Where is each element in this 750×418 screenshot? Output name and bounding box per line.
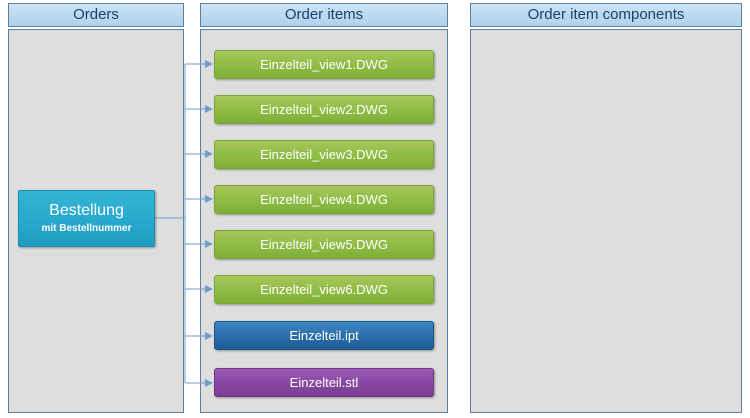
order-item-node[interactable]: Einzelteil_view5.DWG: [214, 230, 434, 259]
order-node[interactable]: Bestellung mit Bestellnummer: [18, 190, 155, 247]
order-item-node[interactable]: Einzelteil_view6.DWG: [214, 275, 434, 304]
order-item-node[interactable]: Einzelteil_view2.DWG: [214, 95, 434, 124]
order-item-label: Einzelteil_view1.DWG: [260, 57, 388, 72]
column-header-order-item-components: Order item components: [470, 3, 742, 27]
order-item-node[interactable]: Einzelteil_view3.DWG: [214, 140, 434, 169]
order-item-node[interactable]: Einzelteil.ipt: [214, 321, 434, 350]
column-header-order-items: Order items: [200, 3, 448, 27]
order-item-node[interactable]: Einzelteil_view4.DWG: [214, 185, 434, 214]
order-item-label: Einzelteil.ipt: [289, 328, 359, 343]
order-item-label: Einzelteil_view5.DWG: [260, 237, 388, 252]
order-node-subtitle: mit Bestellnummer: [41, 223, 132, 234]
column-body-order-items: [200, 29, 448, 413]
order-item-label: Einzelteil_view4.DWG: [260, 192, 388, 207]
order-item-label: Einzelteil.stl: [289, 375, 359, 390]
order-item-label: Einzelteil_view2.DWG: [260, 102, 388, 117]
order-item-label: Einzelteil_view6.DWG: [260, 282, 388, 297]
column-header-orders: Orders: [8, 3, 184, 27]
order-item-label: Einzelteil_view3.DWG: [260, 147, 388, 162]
order-node-title: Bestellung: [49, 202, 124, 219]
column-body-order-item-components: [470, 29, 742, 413]
order-item-node[interactable]: Einzelteil.stl: [214, 368, 434, 397]
order-item-node[interactable]: Einzelteil_view1.DWG: [214, 50, 434, 79]
